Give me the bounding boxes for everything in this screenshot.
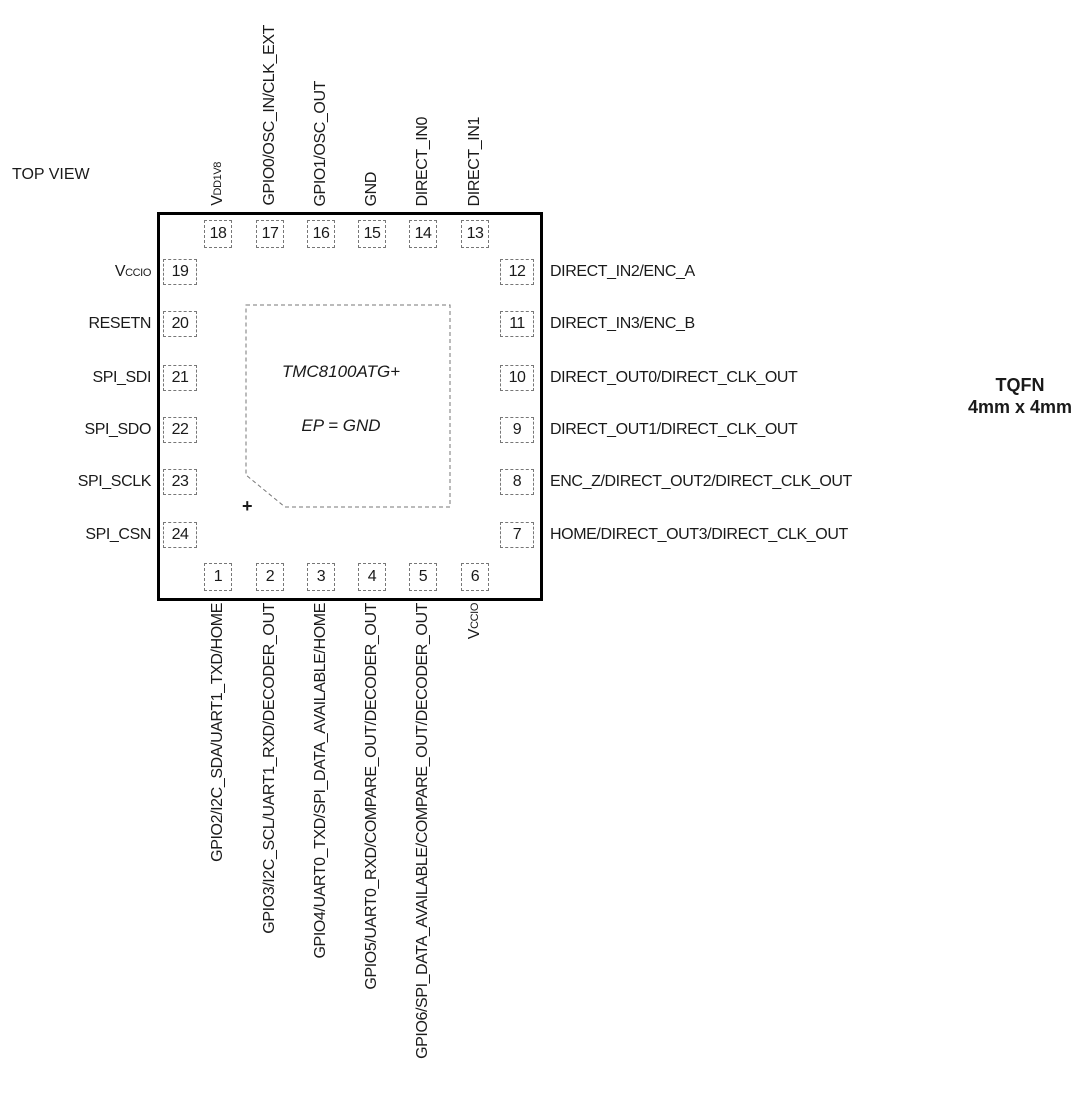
pin-name: GPIO3/I2C_SCL/UART1_RXD/DECODER_OUT — [261, 603, 278, 934]
pin-name: DIRECT_IN3/ENC_B — [550, 315, 695, 332]
pin-pad: 23 — [163, 469, 197, 495]
pin-name: DIRECT_IN2/ENC_A — [550, 263, 695, 280]
package-label: TQFN 4mm x 4mm — [930, 374, 1080, 418]
package-size: 4mm x 4mm — [967, 397, 1073, 417]
pin-name: GPIO0/OSC_IN/CLK_EXT — [261, 25, 278, 206]
pin-pad: 24 — [163, 522, 197, 548]
pin-name: GPIO2/I2C_SDA/UART1_TXD/HOME — [209, 603, 226, 862]
pin-name-subscript: DD1V8 — [212, 162, 224, 196]
pin-name: DIRECT_OUT1/DIRECT_CLK_OUT — [550, 421, 798, 438]
pin-label: RESETN — [89, 315, 152, 333]
pin-pad: 10 — [500, 365, 534, 391]
view-label: TOP VIEW — [12, 166, 90, 183]
pin-label: VCCIO — [466, 603, 484, 639]
pin-pad: 15 — [358, 220, 386, 248]
chip-outline — [157, 212, 543, 601]
pin-name: V — [114, 263, 126, 280]
pin-label: DIRECT_IN0 — [414, 117, 432, 206]
pin-pad: 18 — [204, 220, 232, 248]
pin-name: GPIO4/UART0_TXD/SPI_DATA_AVAILABLE/HOME — [312, 603, 329, 959]
pin-label: HOME/DIRECT_OUT3/DIRECT_CLK_OUT — [550, 526, 848, 544]
pin-name: DIRECT_IN1 — [466, 116, 483, 206]
pin1-marker: + — [242, 496, 253, 516]
pin-name: DIRECT_OUT0/DIRECT_CLK_OUT — [550, 369, 798, 386]
pin-pad: 16 — [307, 220, 335, 248]
pin-label: SPI_SDO — [84, 421, 151, 439]
pin-label: SPI_SDI — [92, 369, 151, 387]
pin-pad: 3 — [307, 563, 335, 591]
pin-label: GPIO6/SPI_DATA_AVAILABLE/COMPARE_OUT/DEC… — [414, 603, 432, 1059]
pin-pad: 17 — [256, 220, 284, 248]
pin-pad: 14 — [409, 220, 437, 248]
package-name: TQFN — [995, 375, 1045, 395]
pin-pad: 20 — [163, 311, 197, 337]
pin-pad: 8 — [500, 469, 534, 495]
pin-name-subscript: CCIO — [469, 603, 481, 629]
pin-label: DIRECT_OUT0/DIRECT_CLK_OUT — [550, 369, 798, 387]
pin-pad: 5 — [409, 563, 437, 591]
pin-name: SPI_SDO — [84, 421, 151, 438]
pin-name: SPI_SCLK — [77, 473, 152, 490]
pin-pad: 21 — [163, 365, 197, 391]
pin-pad: 22 — [163, 417, 197, 443]
exposed-pad-label: EP = GND — [301, 416, 381, 435]
pin-label: DIRECT_IN3/ENC_B — [550, 315, 695, 333]
pin-pad: 4 — [358, 563, 386, 591]
part-number: TMC8100ATG+ — [281, 362, 401, 381]
pin-name: DIRECT_IN0 — [414, 116, 431, 206]
pin-pad: 12 — [500, 259, 534, 285]
pin-name-subscript: CCIO — [125, 267, 151, 279]
pin-pad: 1 — [204, 563, 232, 591]
pin-pad: 19 — [163, 259, 197, 285]
pin-name: V — [466, 628, 483, 640]
pin-label: SPI_SCLK — [77, 473, 152, 491]
pin-name: GND — [363, 171, 380, 206]
pin-label: GPIO4/UART0_TXD/SPI_DATA_AVAILABLE/HOME — [312, 603, 330, 959]
pin-label: DIRECT_IN1 — [466, 117, 484, 206]
pin-label: GPIO0/OSC_IN/CLK_EXT — [261, 25, 279, 206]
pin-label: GND — [363, 172, 381, 206]
pin-name: GPIO5/UART0_RXD/COMPARE_OUT/DECODER_OUT — [363, 603, 380, 990]
pin-name: ENC_Z/DIRECT_OUT2/DIRECT_CLK_OUT — [550, 473, 852, 490]
pin-name: SPI_CSN — [85, 526, 151, 543]
pin-name: GPIO6/SPI_DATA_AVAILABLE/COMPARE_OUT/DEC… — [414, 603, 431, 1059]
pin-pad: 2 — [256, 563, 284, 591]
pin-name: V — [209, 195, 226, 206]
pin-label: SPI_CSN — [85, 526, 151, 544]
pin-label: VCCIO — [114, 263, 152, 282]
pin-name: HOME/DIRECT_OUT3/DIRECT_CLK_OUT — [550, 526, 848, 543]
pin-pad: 9 — [500, 417, 534, 443]
pin-label: DIRECT_IN2/ENC_A — [550, 263, 695, 281]
pin-label: GPIO2/I2C_SDA/UART1_TXD/HOME — [209, 603, 227, 862]
pin-label: GPIO3/I2C_SCL/UART1_RXD/DECODER_OUT — [261, 603, 279, 934]
pin-pad: 6 — [461, 563, 489, 591]
pin-pad: 7 — [500, 522, 534, 548]
pin-name: SPI_SDI — [92, 369, 151, 386]
pin-pad: 13 — [461, 220, 489, 248]
pin-pad: 11 — [500, 311, 534, 337]
pin-label: ENC_Z/DIRECT_OUT2/DIRECT_CLK_OUT — [550, 473, 852, 491]
pin-name: RESETN — [88, 315, 152, 332]
pin-label: VDD1V8 — [209, 162, 227, 206]
pin-label: GPIO5/UART0_RXD/COMPARE_OUT/DECODER_OUT — [363, 603, 381, 990]
pin-label: GPIO1/OSC_OUT — [312, 81, 330, 207]
pin-name: GPIO1/OSC_OUT — [312, 80, 329, 207]
pin-label: DIRECT_OUT1/DIRECT_CLK_OUT — [550, 421, 798, 439]
